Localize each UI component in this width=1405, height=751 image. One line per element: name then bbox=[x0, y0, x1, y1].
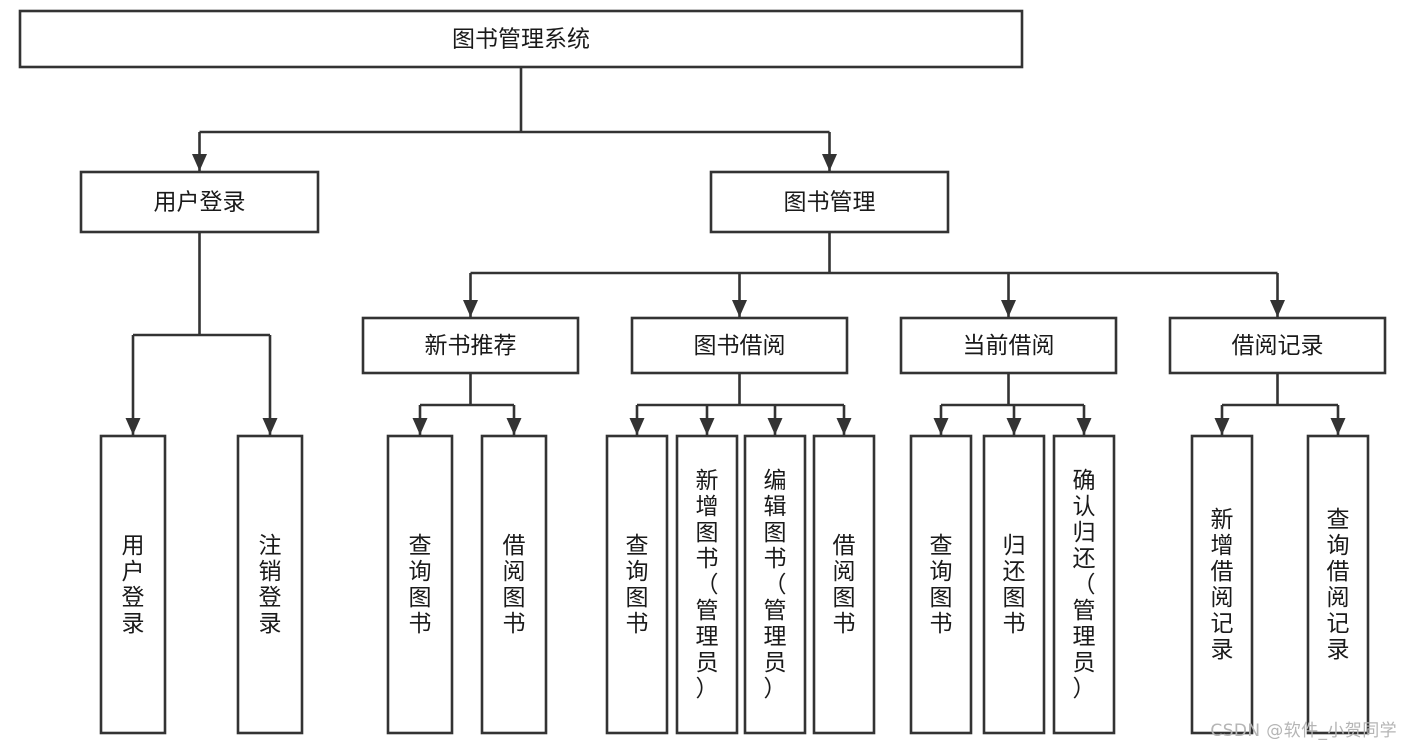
node-rect bbox=[480, 434, 548, 735]
node-root-root[interactable]: 图书管理系统 bbox=[18, 9, 1024, 69]
node-new-book-rec[interactable]: 新书推荐 bbox=[361, 316, 580, 375]
node-label: 用户登录 bbox=[154, 190, 246, 216]
node-rect bbox=[630, 316, 849, 375]
node-leaf-edit-book[interactable]: 编辑图书（管理员） bbox=[743, 434, 807, 735]
arrow-head-icon bbox=[1006, 418, 1022, 435]
node-rect bbox=[1052, 434, 1116, 735]
node-label: 图书借阅 bbox=[694, 333, 786, 359]
node-rect bbox=[909, 434, 973, 735]
arrow-head-icon bbox=[629, 418, 645, 435]
node-rect bbox=[1306, 434, 1370, 735]
arrow-head-icon bbox=[1330, 418, 1346, 435]
node-label: 借阅图书 bbox=[833, 533, 856, 637]
arrow-head-icon bbox=[262, 418, 278, 435]
node-rect bbox=[675, 434, 739, 735]
node-leaf-query-book-3[interactable]: 查询图书 bbox=[909, 434, 973, 735]
arrow-head-icon bbox=[699, 418, 715, 435]
node-leaf-query-book-2[interactable]: 查询图书 bbox=[605, 434, 669, 735]
node-leaf-return-book[interactable]: 归还图书 bbox=[982, 434, 1046, 735]
node-label: 新增图书（管理员） bbox=[696, 468, 719, 702]
node-label: 查询图书 bbox=[626, 533, 649, 637]
node-rect bbox=[386, 434, 454, 735]
node-label: 用户登录 bbox=[122, 533, 145, 637]
arrow-head-icon bbox=[836, 418, 852, 435]
node-label: 编辑图书（管理员） bbox=[764, 468, 787, 702]
node-label: 查询图书 bbox=[409, 533, 432, 637]
node-rect bbox=[18, 9, 1024, 69]
arrow-head-icon bbox=[463, 300, 478, 317]
node-rect bbox=[1168, 316, 1387, 375]
node-label: 借阅图书 bbox=[503, 533, 526, 637]
arrow-head-icon bbox=[822, 154, 837, 171]
node-label: 新增借阅记录 bbox=[1211, 507, 1234, 663]
arrow-head-icon bbox=[1076, 418, 1092, 435]
arrow-head-icon bbox=[933, 418, 949, 435]
node-leaf-logout[interactable]: 注销登录 bbox=[236, 434, 304, 735]
node-leaf-confirm-return[interactable]: 确认归还（管理员） bbox=[1052, 434, 1116, 735]
node-leaf-add-record[interactable]: 新增借阅记录 bbox=[1190, 434, 1254, 735]
node-label: 借阅记录 bbox=[1232, 333, 1324, 359]
node-rect bbox=[743, 434, 807, 735]
node-layer: 图书管理系统用户登录图书管理新书推荐图书借阅当前借阅借阅记录用户登录注销登录查询… bbox=[18, 9, 1387, 735]
node-label: 确认归还（管理员） bbox=[1073, 468, 1096, 702]
node-leaf-query-record[interactable]: 查询借阅记录 bbox=[1306, 434, 1370, 735]
node-label: 归还图书 bbox=[1003, 533, 1026, 637]
node-label: 新书推荐 bbox=[425, 333, 517, 359]
node-current-borrow[interactable]: 当前借阅 bbox=[899, 316, 1118, 375]
node-label: 查询借阅记录 bbox=[1327, 507, 1350, 663]
node-rect bbox=[361, 316, 580, 375]
node-rect bbox=[982, 434, 1046, 735]
node-rect bbox=[709, 170, 950, 234]
node-leaf-query-book-1[interactable]: 查询图书 bbox=[386, 434, 454, 735]
arrow-head-icon bbox=[125, 418, 141, 435]
arrow-head-icon bbox=[192, 154, 207, 171]
connector-layer bbox=[125, 67, 1346, 435]
arrow-head-icon bbox=[1270, 300, 1285, 317]
node-leaf-borrow-book-2[interactable]: 借阅图书 bbox=[812, 434, 876, 735]
node-label: 当前借阅 bbox=[963, 333, 1055, 359]
node-borrow-record[interactable]: 借阅记录 bbox=[1168, 316, 1387, 375]
node-leaf-borrow-book-1[interactable]: 借阅图书 bbox=[480, 434, 548, 735]
arrow-head-icon bbox=[412, 418, 428, 435]
node-user-login[interactable]: 用户登录 bbox=[79, 170, 320, 234]
node-book-borrow[interactable]: 图书借阅 bbox=[630, 316, 849, 375]
node-rect bbox=[236, 434, 304, 735]
arrow-head-icon bbox=[1001, 300, 1016, 317]
arrow-head-icon bbox=[1214, 418, 1230, 435]
node-book-manage[interactable]: 图书管理 bbox=[709, 170, 950, 234]
node-rect bbox=[899, 316, 1118, 375]
arrow-head-icon bbox=[767, 418, 783, 435]
node-label: 查询图书 bbox=[930, 533, 953, 637]
node-rect bbox=[79, 170, 320, 234]
node-rect bbox=[1190, 434, 1254, 735]
node-rect bbox=[812, 434, 876, 735]
node-label: 图书管理系统 bbox=[452, 27, 590, 53]
node-label: 图书管理 bbox=[784, 190, 876, 216]
node-leaf-add-book[interactable]: 新增图书（管理员） bbox=[675, 434, 739, 735]
node-leaf-user-login[interactable]: 用户登录 bbox=[99, 434, 167, 735]
node-rect bbox=[605, 434, 669, 735]
arrow-head-icon bbox=[732, 300, 747, 317]
node-rect bbox=[99, 434, 167, 735]
node-label: 注销登录 bbox=[259, 533, 282, 637]
arrow-head-icon bbox=[506, 418, 522, 435]
